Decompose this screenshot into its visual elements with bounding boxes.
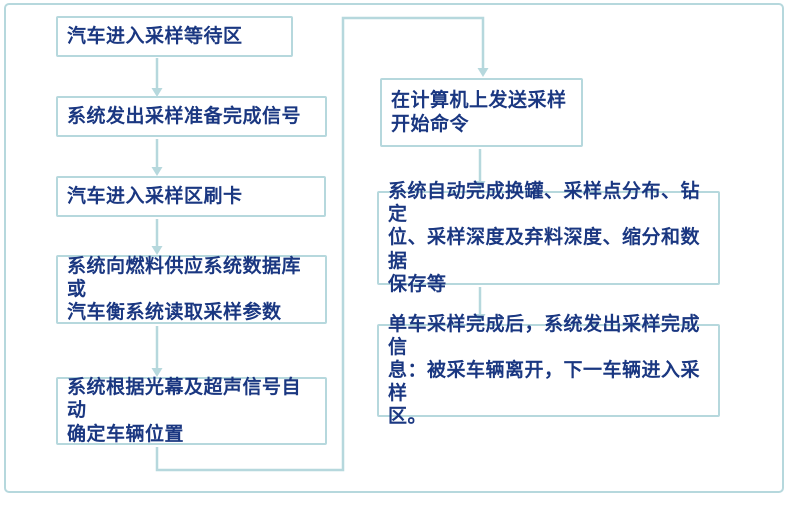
flow-step-label: 单车采样完成后，系统发出采样完成信 息：被采车辆离开，下一车辆进入采样 区。: [388, 313, 701, 428]
flow-step-label: 汽车进入采样等待区: [67, 25, 243, 47]
outer-frame: [4, 3, 784, 493]
flow-step-label: 系统向燃料供应系统数据库或 汽车衡系统读取采样参数: [67, 255, 302, 324]
flow-step-label: 系统发出采样准备完成信号: [67, 105, 302, 127]
flow-step-label: 汽车进入采样区刷卡: [67, 185, 243, 207]
flow-step-read-parameters: 系统向燃料供应系统数据库或 汽车衡系统读取采样参数: [56, 255, 327, 324]
flow-step-enter-waiting-area: 汽车进入采样等待区: [56, 16, 293, 57]
flow-step-label: 在计算机上发送采样 开始命令: [391, 90, 567, 135]
flow-step-auto-sampling: 系统自动完成换罐、采样点分布、钻定 位、采样深度及弃料深度、缩分和数据 保存等: [377, 181, 720, 295]
flow-step-label: 系统根据光幕及超声信号自动 确定车辆位置: [67, 377, 302, 445]
flow-step-swipe-card: 汽车进入采样区刷卡: [56, 176, 326, 217]
flow-step-ready-signal: 系统发出采样准备完成信号: [56, 96, 327, 137]
flow-step-locate-vehicle: 系统根据光幕及超声信号自动 确定车辆位置: [56, 377, 327, 445]
flow-step-send-start-command: 在计算机上发送采样 开始命令: [380, 78, 583, 147]
flow-step-complete-signal: 单车采样完成后，系统发出采样完成信 息：被采车辆离开，下一车辆进入采样 区。: [377, 314, 720, 427]
flow-step-label: 系统自动完成换罐、采样点分布、钻定 位、采样深度及弃料深度、缩分和数据 保存等: [388, 181, 701, 295]
